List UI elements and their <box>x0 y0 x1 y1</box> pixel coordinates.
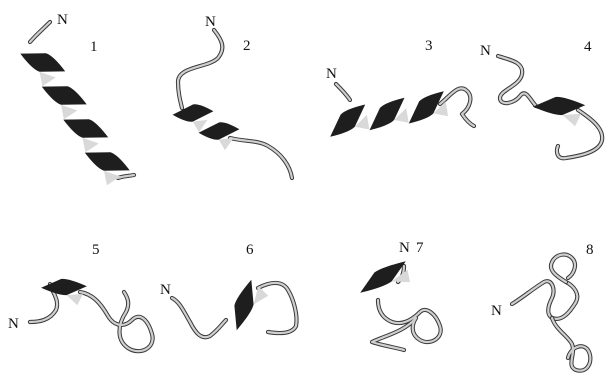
structure-2-n-terminus-label: N <box>205 14 216 30</box>
structure-3-n-terminus-label: N <box>326 66 337 82</box>
structure-3-number-label: 3 <box>425 38 433 54</box>
structure-4-helix-turn-1 <box>533 97 585 115</box>
structure-6: N 6 <box>160 242 297 337</box>
structure-6-helix-highlight-1 <box>254 286 269 304</box>
structure-7: N 7 <box>360 240 441 350</box>
structure-1-n-terminus-label: N <box>57 12 68 28</box>
structure-6-n-terminus-label: N <box>160 282 171 298</box>
structure-3-helix-turn-2 <box>370 98 405 130</box>
structure-4-number-label: 4 <box>584 39 592 55</box>
structure-8-number-label: 8 <box>586 242 594 258</box>
structure-7-n-terminus-label: N <box>399 240 410 256</box>
structure-1-helix-turn-4 <box>85 152 130 170</box>
structure-2-helix-turn-1 <box>173 104 214 121</box>
structure-3-helix-turn-1 <box>330 105 365 137</box>
structure-6-number-label: 6 <box>246 242 254 258</box>
structure-5-n-terminus-label: N <box>8 316 19 332</box>
structure-5-coil <box>30 284 153 351</box>
structure-4: N 4 <box>480 39 602 158</box>
structure-1-helix-highlight-2 <box>61 105 77 120</box>
structure-3: N 3 <box>326 38 474 137</box>
structure-2-helix <box>173 104 240 150</box>
structure-1-helix-turn-2 <box>42 86 87 104</box>
structure-5-number-label: 5 <box>92 242 100 258</box>
structure-5-helix-highlight-1 <box>67 294 83 305</box>
structure-7-number-label: 7 <box>416 240 424 256</box>
structure-6-helix-turn-1 <box>234 280 253 330</box>
structure-1-helix-turn-1 <box>20 53 65 71</box>
structure-6-coil <box>172 283 297 337</box>
structure-1-helix-highlight-3 <box>83 138 99 153</box>
structure-5: N 5 <box>8 242 153 351</box>
structure-2-coil <box>178 30 292 178</box>
structure-8-coil <box>512 255 590 371</box>
structure-1-helix-highlight-1 <box>40 72 56 87</box>
structure-1-helix <box>20 53 129 185</box>
structure-2: N 2 <box>173 14 292 178</box>
structure-4-n-terminus-label: N <box>480 43 491 59</box>
structure-2-number-label: 2 <box>243 38 251 54</box>
structure-1-helix-turn-3 <box>63 119 108 137</box>
structure-1: N 1 <box>20 12 134 185</box>
structure-8-n-terminus-label: N <box>491 303 502 319</box>
structure-1-helix-highlight-4 <box>104 171 120 186</box>
structure-3-helix-turn-3 <box>409 91 444 123</box>
structure-1-number-label: 1 <box>90 39 98 55</box>
structure-4-helix-highlight-1 <box>563 114 582 127</box>
structure-8: N 8 <box>491 242 594 371</box>
structure-2-helix-highlight-2 <box>219 138 234 150</box>
